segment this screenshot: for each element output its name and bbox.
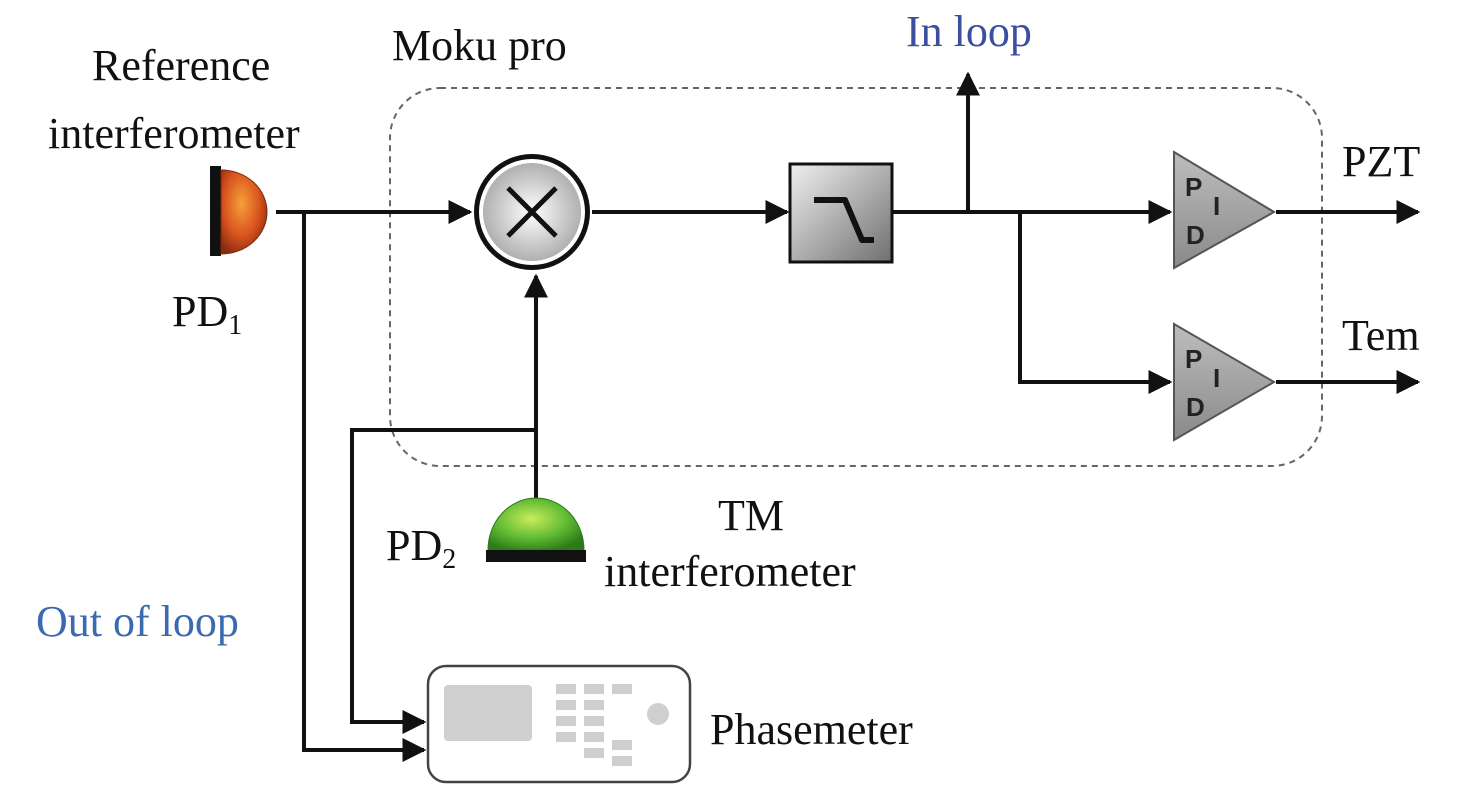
pd1-label-main: PD [172, 287, 228, 336]
pd2-label-main: PD [386, 521, 442, 570]
phasemeter-device-icon [426, 664, 692, 784]
pid-d-letter: D [1186, 220, 1205, 250]
in-loop-label: In loop [906, 7, 1032, 56]
pid-p-letter: P [1185, 344, 1202, 374]
pid-controller-icon-pzt: P I D [1173, 150, 1276, 270]
reference-label-line2: interferometer [48, 109, 300, 158]
tem-label: Tem [1342, 311, 1420, 360]
pid-i-letter: I [1213, 363, 1220, 393]
pd1-label-sub: 1 [228, 310, 242, 341]
line-pd2-to-phasemeter [350, 428, 536, 734]
pd2-photodiode-icon [486, 497, 586, 562]
pid-d-letter: D [1186, 392, 1205, 422]
phasemeter-label: Phasemeter [710, 705, 913, 754]
pid-p-letter: P [1185, 172, 1202, 202]
tm-label-line2: interferometer [604, 547, 856, 596]
pd1-photodiode-icon [210, 166, 268, 256]
moku-pro-enclosure [389, 87, 1323, 467]
pd2-label: PD2 [386, 521, 456, 575]
pzt-label: PZT [1342, 137, 1420, 186]
line-branch-lower-pid [1018, 212, 1173, 394]
pid-controller-icon-tem: P I D [1173, 322, 1276, 442]
out-of-loop-label: Out of loop [36, 597, 239, 646]
tm-label-line1: TM [718, 491, 784, 540]
pd1-label: PD1 [172, 287, 242, 341]
pd2-label-sub: 2 [442, 544, 456, 575]
signal-lines [276, 71, 1421, 762]
line-pd1-to-phasemeter [302, 212, 427, 762]
mixer-icon [474, 154, 590, 270]
pid-i-letter: I [1213, 191, 1220, 221]
low-pass-filter-icon [788, 162, 894, 264]
reference-label-line1: Reference [92, 41, 270, 90]
moku-pro-label: Moku pro [392, 21, 567, 70]
